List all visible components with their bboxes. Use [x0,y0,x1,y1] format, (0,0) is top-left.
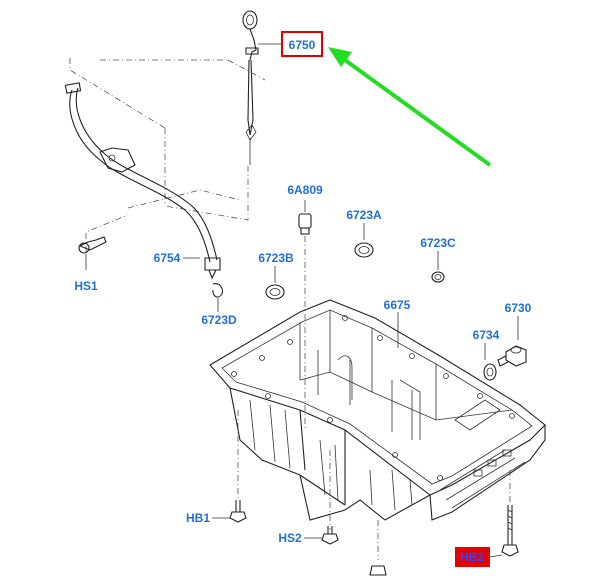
fitting-6a809[interactable] [298,200,312,430]
green-arrow-icon [328,47,492,167]
bolt-hs2[interactable] [321,526,339,545]
label-6750[interactable]: 6750 [289,38,316,52]
label-6734[interactable]: 6734 [473,328,500,342]
label-hs1[interactable]: HS1 [74,279,98,293]
bolt-hb2[interactable] [501,505,519,557]
label-6730[interactable]: 6730 [505,301,532,315]
oil-pan[interactable] [209,299,546,560]
label-6754[interactable]: 6754 [154,251,181,265]
label-leaders [183,257,503,558]
dipstick[interactable] [242,10,283,165]
label-6723a[interactable]: 6723A [346,208,382,222]
dipstick-tube[interactable] [64,82,221,280]
bolt-bottom[interactable] [369,565,387,576]
label-6723d[interactable]: 6723D [201,313,237,327]
o-ring-6723d[interactable] [212,283,223,312]
gasket-6723b[interactable] [265,266,285,300]
label-hb2[interactable]: HB2 [460,550,484,564]
gasket-6723c[interactable] [431,251,445,283]
label-hb1[interactable]: HB1 [186,511,210,525]
drain-plug-6730[interactable] [497,316,527,367]
highlight-hb2 [455,547,490,567]
drain-washer-6734[interactable] [483,343,497,381]
callout-box-6750 [281,31,323,57]
label-6a809[interactable]: 6A809 [287,183,323,197]
gasket-6723a[interactable] [354,223,374,258]
alignment-leaders [69,58,266,252]
label-6723c[interactable]: 6723C [420,236,456,250]
label-6675[interactable]: 6675 [384,298,411,312]
bolt-hb1[interactable] [229,500,247,523]
label-6723b[interactable]: 6723B [258,251,294,265]
label-hs2[interactable]: HS2 [278,531,302,545]
bolt-hs1[interactable] [78,236,107,270]
